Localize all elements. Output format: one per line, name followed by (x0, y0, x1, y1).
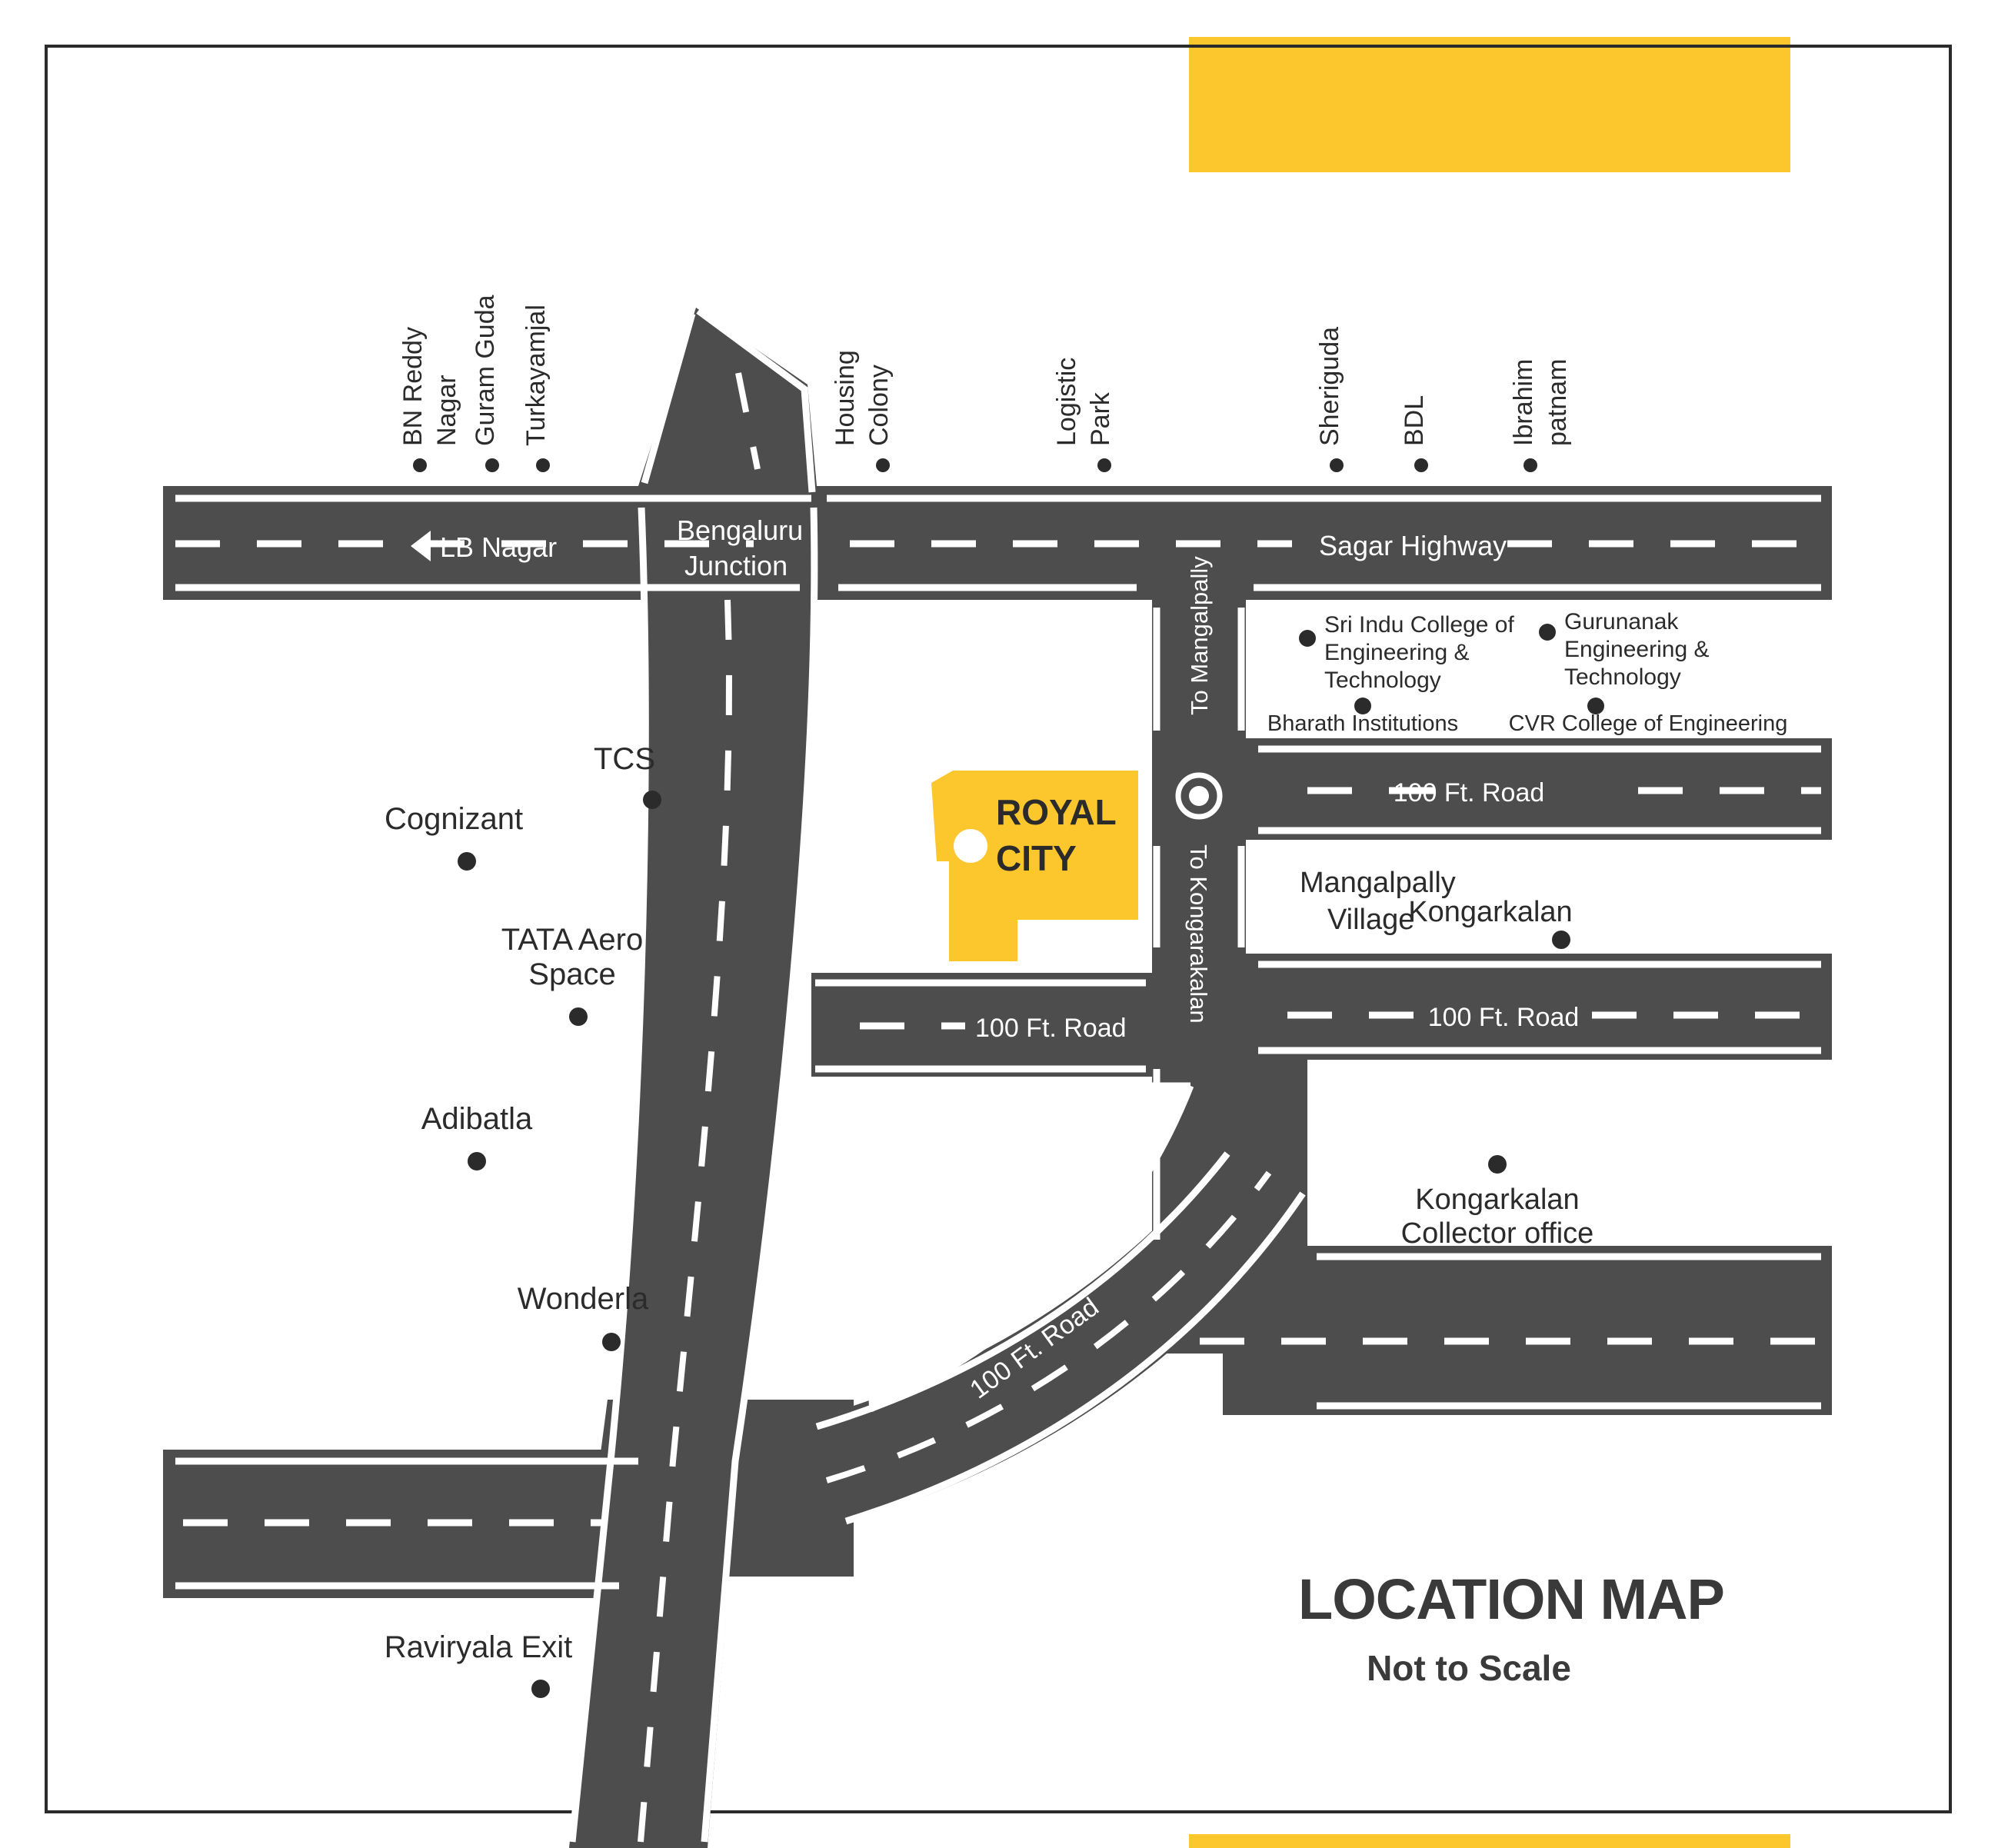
collector-office-line2: Collector office (1401, 1217, 1594, 1250)
bengaluru-junction-label-line2: Junction (684, 550, 788, 581)
cognizant-label: Cognizant (385, 802, 523, 836)
road-label-center-left: 100 Ft. Road (975, 1014, 1127, 1043)
guram-guda-label: Guram Guda (471, 295, 500, 446)
tata-aero-line1: TATA Aero (501, 923, 644, 957)
bottom-accent-band (1189, 1834, 1790, 1848)
bdl-label: BDL (1400, 395, 1429, 446)
poi-dot (1299, 630, 1316, 647)
poi-dot (536, 458, 550, 472)
poi-dot (569, 1007, 588, 1026)
sri-indu-line2: Engineering & (1324, 640, 1469, 665)
poi-dot (602, 1333, 621, 1351)
top-accent-band (1189, 37, 1790, 172)
gurunanak-line2: Engineering & (1564, 637, 1709, 662)
poi-dot (531, 1680, 550, 1698)
poi-dot (1330, 458, 1344, 472)
road-label-right-lower: 100 Ft. Road (1428, 1003, 1580, 1032)
poi-dot (1587, 698, 1604, 714)
map-subtitle: Not to Scale (1367, 1648, 1571, 1688)
poi-dot (1539, 624, 1556, 641)
tata-aero-line2: Space (528, 957, 615, 991)
adibatla-label: Adibatla (421, 1102, 533, 1136)
wonderla-label: Wonderla (518, 1282, 649, 1316)
bn-reddy-nagar-line1: BN Reddy (398, 327, 428, 446)
mangalpally-village-line2: Village (1327, 904, 1414, 936)
left-poi-group: TCS Cognizant TATA Aero Space Adibatla W… (385, 742, 661, 1698)
sri-indu-line3: Technology (1324, 668, 1441, 693)
royal-city-label-line2: CITY (996, 838, 1077, 878)
housing-colony-line1: Housing (831, 350, 860, 446)
lb-nagar-label: LB Nagar (440, 531, 557, 563)
kongarkalan-label: Kongarkalan (1408, 896, 1572, 928)
poi-dot (468, 1152, 486, 1170)
bn-reddy-nagar-line2: Nagar (432, 375, 461, 446)
poi-dot (458, 852, 476, 871)
institutions-group: Sri Indu College of Engineering & Techno… (1267, 609, 1787, 736)
map-title-group: LOCATION MAP Not to Scale (1298, 1567, 1725, 1688)
ibrahim-patnam-line2: patnam (1543, 359, 1572, 446)
royal-city-label-line1: ROYAL (996, 792, 1117, 832)
poi-dot (1552, 931, 1570, 949)
poi-dot (1097, 458, 1111, 472)
sagar-highway-label: Sagar Highway (1319, 530, 1507, 561)
sheriguda-label: Sheriguda (1315, 327, 1344, 446)
poi-dot (1488, 1155, 1507, 1174)
ibrahim-patnam-line1: Ibrahim (1509, 359, 1538, 446)
logistic-park-line1: Logistic (1052, 358, 1081, 446)
bharath-institutions-label: Bharath Institutions (1267, 711, 1458, 736)
poi-dot (485, 458, 499, 472)
site-marker-dot (954, 829, 987, 863)
logistic-park-line2: Park (1086, 391, 1115, 446)
highway-labels: LB Nagar Bengaluru Junction Sagar Highwa… (411, 514, 1507, 581)
poi-dot (1354, 698, 1371, 714)
poi-dot (876, 458, 890, 472)
poi-dot (1414, 458, 1428, 472)
to-mangalpally-label: To Mangalpally (1186, 556, 1213, 715)
mangalpally-village-line1: Mangalpally (1300, 867, 1456, 899)
location-pin-icon (1175, 772, 1223, 820)
vertical-road-labels: To Mangalpally To Kongarakalan (1175, 556, 1223, 1024)
cvr-college-label: CVR College of Engineering (1509, 711, 1788, 736)
road-network (163, 308, 1832, 1848)
highway-poi-labels: BN Reddy Nagar Guram Guda Turkayamjal Ho… (398, 295, 1572, 472)
turkayamjal-label: Turkayamjal (521, 305, 551, 446)
poi-dot (1523, 458, 1537, 472)
collector-office-line1: Kongarkalan (1415, 1184, 1579, 1216)
tcs-label: TCS (594, 742, 655, 776)
poi-dot (413, 458, 427, 472)
raviryala-exit-label: Raviryala Exit (385, 1630, 573, 1664)
sri-indu-line1: Sri Indu College of (1324, 612, 1514, 638)
poi-dot (643, 791, 661, 809)
page-title: LOCATION MAP (1298, 1567, 1724, 1631)
gurunanak-line3: Technology (1564, 664, 1681, 690)
road-label-right-upper: 100 Ft. Road (1394, 778, 1545, 807)
gurunanak-line1: Gurunanak (1564, 609, 1679, 634)
road-markings (175, 308, 1821, 1843)
bengaluru-junction-label-line1: Bengaluru (677, 514, 803, 546)
to-kongarakalan-label: To Kongarakalan (1185, 844, 1212, 1024)
left-arrow-icon (411, 531, 431, 561)
housing-colony-line2: Colony (864, 365, 894, 446)
royal-city-parcel[interactable]: ROYAL CITY (931, 771, 1138, 961)
villages-group: Mangalpally Village Kongarkalan Kongarka… (1300, 867, 1593, 1250)
